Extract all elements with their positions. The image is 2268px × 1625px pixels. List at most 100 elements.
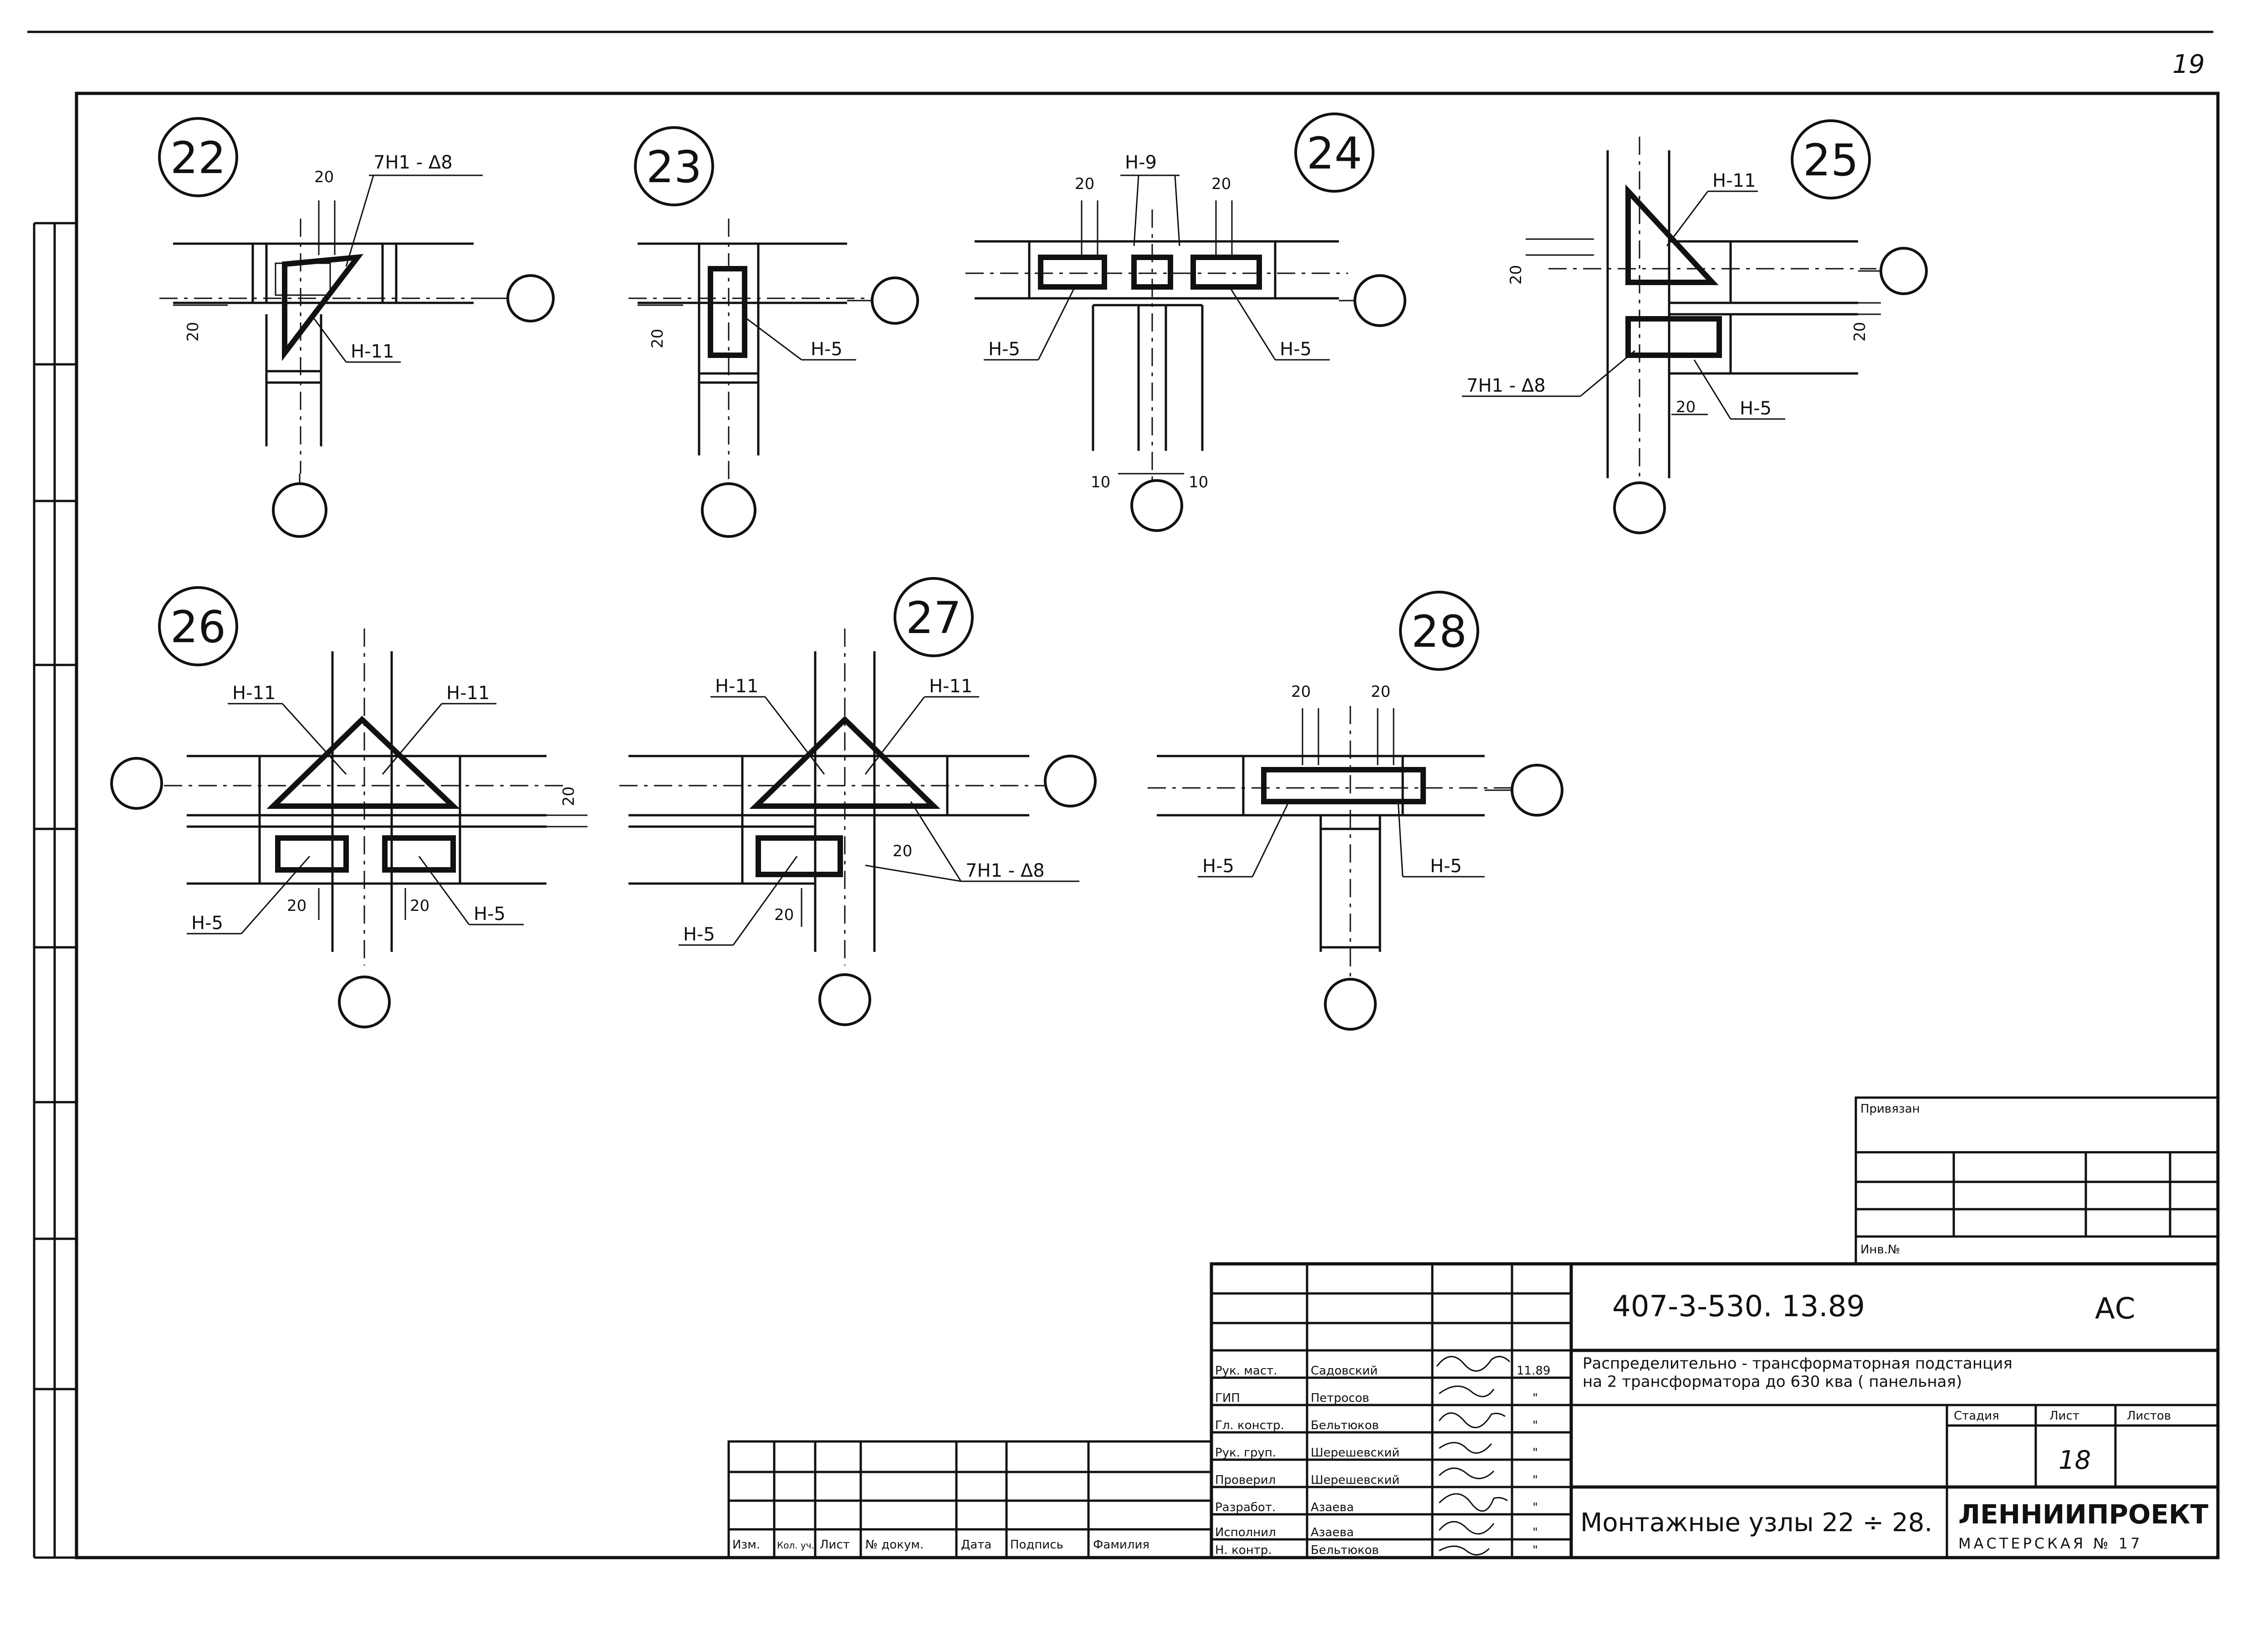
sign-date-0: 11.89 [1517, 1364, 1550, 1378]
node-22-label-7n1: 7Н1 - Δ8 [373, 152, 453, 173]
sign-name-0: Садовский [1311, 1364, 1378, 1378]
node-22-dim-top: 20 [314, 168, 334, 186]
node-24-dim-10b: 10 [1189, 473, 1208, 491]
node-28-dim-right: 20 [1371, 683, 1390, 701]
node-23-number: 23 [646, 142, 702, 193]
node-25-number: 25 [1803, 135, 1859, 186]
node-26-dim-side: 20 [560, 787, 578, 806]
sign-role-0: Рук. маст. [1215, 1364, 1277, 1378]
sign-date-6: " [1532, 1526, 1538, 1539]
sign-role-3: Рук. груп. [1215, 1446, 1276, 1460]
node-24-label-h5-left: Н-5 [988, 339, 1020, 360]
node-24: 24 Н-9 20 20 10 10 Н-5 Н-5 [965, 112, 1406, 532]
node-25-label-h11: Н-11 [1712, 170, 1756, 191]
node-26-label-h5-left: Н-5 [191, 913, 223, 934]
sign-date-4: " [1532, 1473, 1538, 1487]
rev-header-name: Фамилия [1093, 1538, 1149, 1552]
node-22: 22 20 20 7Н1 - Δ8 Н-11 [158, 117, 555, 538]
sign-role-1: ГИП [1215, 1391, 1240, 1405]
node-27-dim-bottom: 20 [774, 906, 794, 924]
node-22-dim-left: 20 [184, 322, 202, 342]
sign-name-2: Бельтюков [1311, 1419, 1379, 1432]
node-26-label-h5-right: Н-5 [474, 904, 506, 925]
node-23-label-h5: Н-5 [811, 339, 843, 360]
sign-date-5: " [1532, 1501, 1538, 1514]
node-25-label-7n1: 7Н1 - Δ8 [1466, 375, 1546, 396]
stage-label: Стадия [1954, 1409, 1999, 1423]
node-28-dim-left: 20 [1291, 683, 1311, 701]
rev-header-date: Дата [961, 1538, 991, 1552]
project-title-line2: на 2 трансформатора до 630 ква ( панельн… [1583, 1373, 1962, 1391]
node-23: 23 20 Н-5 [628, 126, 919, 538]
rev-header-izm: Изм. [732, 1538, 760, 1552]
node-26-label-h11-left: Н-11 [232, 683, 276, 704]
node-27-label-7n1: 7Н1 - Δ8 [965, 860, 1045, 881]
node-24-number: 24 [1307, 128, 1362, 179]
node-25-label-h5: Н-5 [1740, 398, 1772, 419]
sheet-value: 18 [2059, 1446, 2091, 1475]
node-24-dim-10a: 10 [1091, 473, 1110, 491]
title-block: 407-3-530. 13.89 АС Распределительно - т… [1210, 1262, 2220, 1559]
node-24-dim-20b: 20 [1211, 175, 1231, 193]
node-24-dim-20a: 20 [1075, 175, 1094, 193]
handwritten-signatures [1436, 1356, 1511, 1556]
sign-date-2: " [1532, 1419, 1538, 1432]
rev-header-doc: № докум. [865, 1538, 924, 1552]
sign-role-6: Исполнил [1215, 1526, 1276, 1539]
sheet-label: Лист [2049, 1409, 2079, 1423]
node-28: 28 20 20 Н-5 Н-5 [1148, 591, 1563, 1031]
node-25-dim-bottom: 20 [1676, 398, 1696, 416]
sign-name-5: Азаева [1311, 1501, 1354, 1514]
sign-name-6: Азаева [1311, 1526, 1354, 1539]
document-code: 407-3-530. 13.89 [1612, 1290, 1865, 1324]
node-25-dim-left: 20 [1507, 265, 1525, 285]
sign-name-7: Бельтюков [1311, 1543, 1379, 1557]
page-number: 19 [2172, 50, 2205, 79]
node-26-dim-left: 20 [287, 897, 306, 915]
sign-name-4: Шерешевский [1311, 1473, 1400, 1487]
approval-tied-label: Привязан [1860, 1102, 1920, 1116]
node-27-label-h11-left: Н-11 [715, 676, 758, 697]
node-26-dim-right: 20 [410, 897, 429, 915]
node-27: 27 Н-11 Н-11 7Н1 - Δ8 Н-5 20 20 [619, 577, 1097, 1026]
organization-workshop: МАСТЕРСКАЯ № 17 [1958, 1535, 2142, 1552]
sign-date-1: " [1532, 1391, 1538, 1405]
sign-date-3: " [1532, 1446, 1538, 1460]
rev-header-list: Лист [820, 1538, 850, 1552]
node-27-number: 27 [906, 593, 961, 644]
node-24-label-h5-right: Н-5 [1280, 339, 1312, 360]
document-mark: АС [2095, 1292, 2135, 1326]
approval-inv-label: Инв.№ [1860, 1243, 1900, 1257]
approval-block: Привязан Инв.№ [1854, 1096, 2219, 1265]
sheet-title: Монтажные узлы 22 ÷ 28. [1580, 1508, 1932, 1538]
organization-name: ЛЕННИИПРОЕКТ [1958, 1499, 2208, 1530]
sign-date-7: " [1532, 1543, 1538, 1557]
node-25: 25 Н-11 7Н1 - Δ8 Н-5 20 20 20 [1462, 119, 1928, 534]
sign-name-1: Петросов [1311, 1391, 1369, 1405]
node-26-number: 26 [170, 602, 226, 653]
node-25-dim-right: 20 [1851, 322, 1869, 342]
rev-header-kol-uch: Кол. уч. [777, 1540, 814, 1551]
project-title-line1: Распределительно - трансформаторная подс… [1583, 1354, 2013, 1373]
sign-role-7: Н. контр. [1215, 1543, 1272, 1557]
sheets-label: Листов [2127, 1409, 2171, 1423]
node-22-number: 22 [170, 133, 226, 184]
node-22-label-h11: Н-11 [351, 341, 394, 362]
sign-name-3: Шерешевский [1311, 1446, 1400, 1460]
node-26-label-h11-right: Н-11 [446, 683, 490, 704]
node-23-dim-left: 20 [649, 329, 667, 348]
node-27-label-h5: Н-5 [683, 924, 715, 945]
node-26: 26 Н-11 Н-11 Н-5 Н-5 20 20 20 [110, 586, 587, 1028]
rev-header-sign: Подпись [1010, 1538, 1063, 1552]
node-28-label-h5-left: Н-5 [1202, 856, 1234, 877]
node-27-dim-right: 20 [893, 842, 912, 860]
node-28-label-h5-right: Н-5 [1430, 856, 1462, 877]
node-27-label-h11-right: Н-11 [929, 676, 972, 697]
node-28-number: 28 [1411, 606, 1467, 657]
node-24-label-h9: Н-9 [1125, 152, 1157, 173]
sign-role-5: Разработ. [1215, 1501, 1276, 1514]
sign-role-4: Проверил [1215, 1473, 1276, 1487]
sign-role-2: Гл. констр. [1215, 1419, 1284, 1432]
revision-table: Изм. Кол. уч. Лист № докум. Дата Подпись… [727, 1440, 1213, 1559]
